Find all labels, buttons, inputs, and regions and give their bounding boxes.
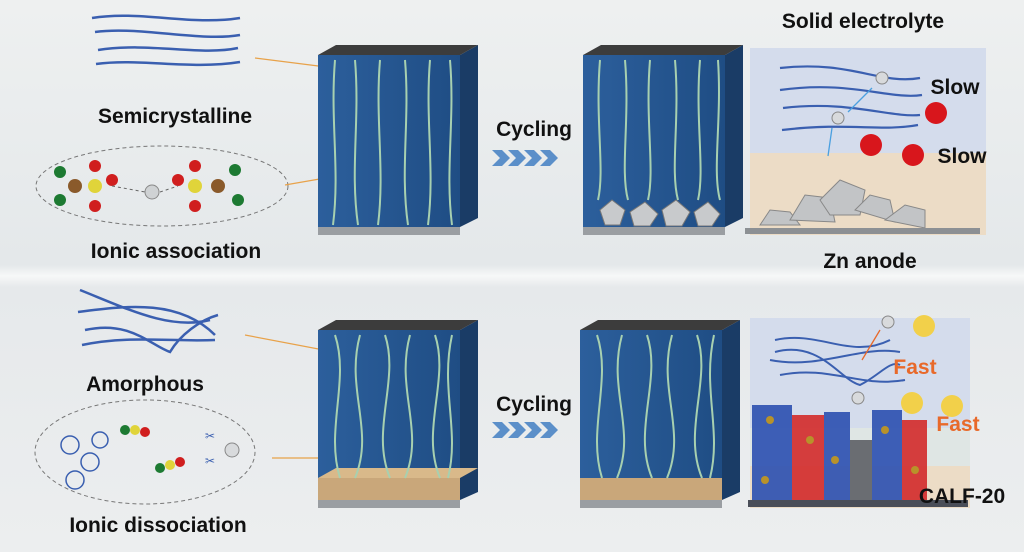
calf20-panel	[748, 315, 970, 508]
calf20-label: CALF-20	[918, 485, 1006, 508]
amorphous-label: Amorphous	[86, 373, 204, 396]
happy-face-icon	[901, 315, 963, 417]
cycling-arrow-bottom-icon	[492, 422, 558, 438]
electrolyte-cell-top-cycled	[583, 45, 743, 235]
ionic-association-label: Ionic association	[90, 240, 262, 263]
cycling-label-top: Cycling	[496, 118, 572, 141]
svg-text:✂: ✂	[205, 454, 215, 468]
electrolyte-cell-top-initial	[318, 45, 478, 235]
electrolyte-cell-bottom-initial	[318, 320, 478, 508]
ionic-dissociation-label: Ionic dissociation	[69, 514, 247, 537]
mof-framework-icon	[752, 405, 927, 503]
amorphous-chains-icon	[77, 288, 219, 354]
slow-label-1: Slow	[930, 76, 980, 99]
fast-label-1: Fast	[893, 356, 937, 379]
sad-face-icon	[860, 102, 947, 166]
ion-pair-association-icon	[35, 145, 289, 227]
semicrystalline-chains-icon	[91, 14, 241, 67]
semicrystalline-label: Semicrystalline	[97, 105, 253, 128]
zn-anode-label: Zn anode	[823, 250, 917, 273]
electrolyte-cell-bottom-cycled	[580, 320, 740, 508]
slow-label-2: Slow	[937, 145, 987, 168]
cycling-label-bottom: Cycling	[496, 393, 572, 416]
svg-text:✂: ✂	[205, 429, 215, 443]
fast-label-2: Fast	[936, 413, 980, 436]
ion-pair-dissociation-icon: ✂✂	[34, 399, 256, 505]
cycling-arrow-top-icon	[492, 150, 558, 166]
solid-electrolyte-title: Solid electrolyte	[781, 10, 945, 33]
